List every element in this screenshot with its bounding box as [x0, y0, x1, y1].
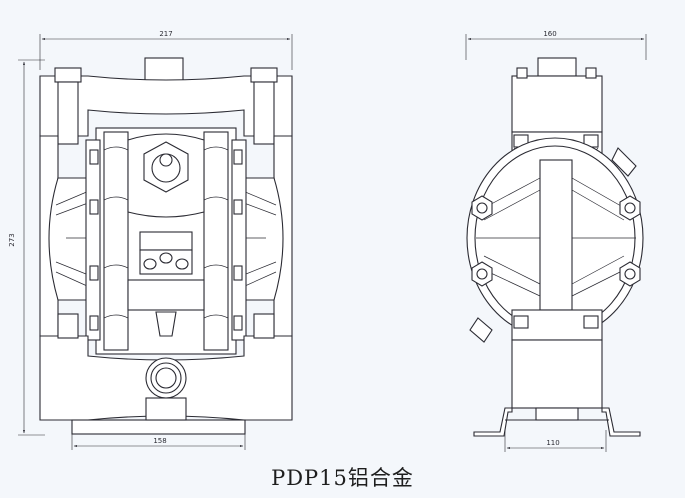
dim-front-base: 158 — [153, 437, 166, 445]
dim-side-width: 160 — [543, 30, 556, 38]
bottom-manifold — [39, 313, 293, 435]
side-housing — [466, 137, 644, 343]
front-view: 217 273 158 — [8, 30, 293, 450]
center-body — [85, 127, 247, 355]
top-manifold — [39, 57, 293, 145]
dim-front-height: 273 — [8, 233, 16, 246]
model-caption: PDP15铝合金 — [271, 466, 414, 490]
diaphragm-chambers — [39, 135, 293, 337]
dim-front-width: 217 — [159, 30, 172, 38]
side-view: 160 110 — [465, 30, 647, 452]
dim-side-base: 110 — [546, 439, 559, 447]
side-bottom-manifold — [473, 309, 641, 437]
